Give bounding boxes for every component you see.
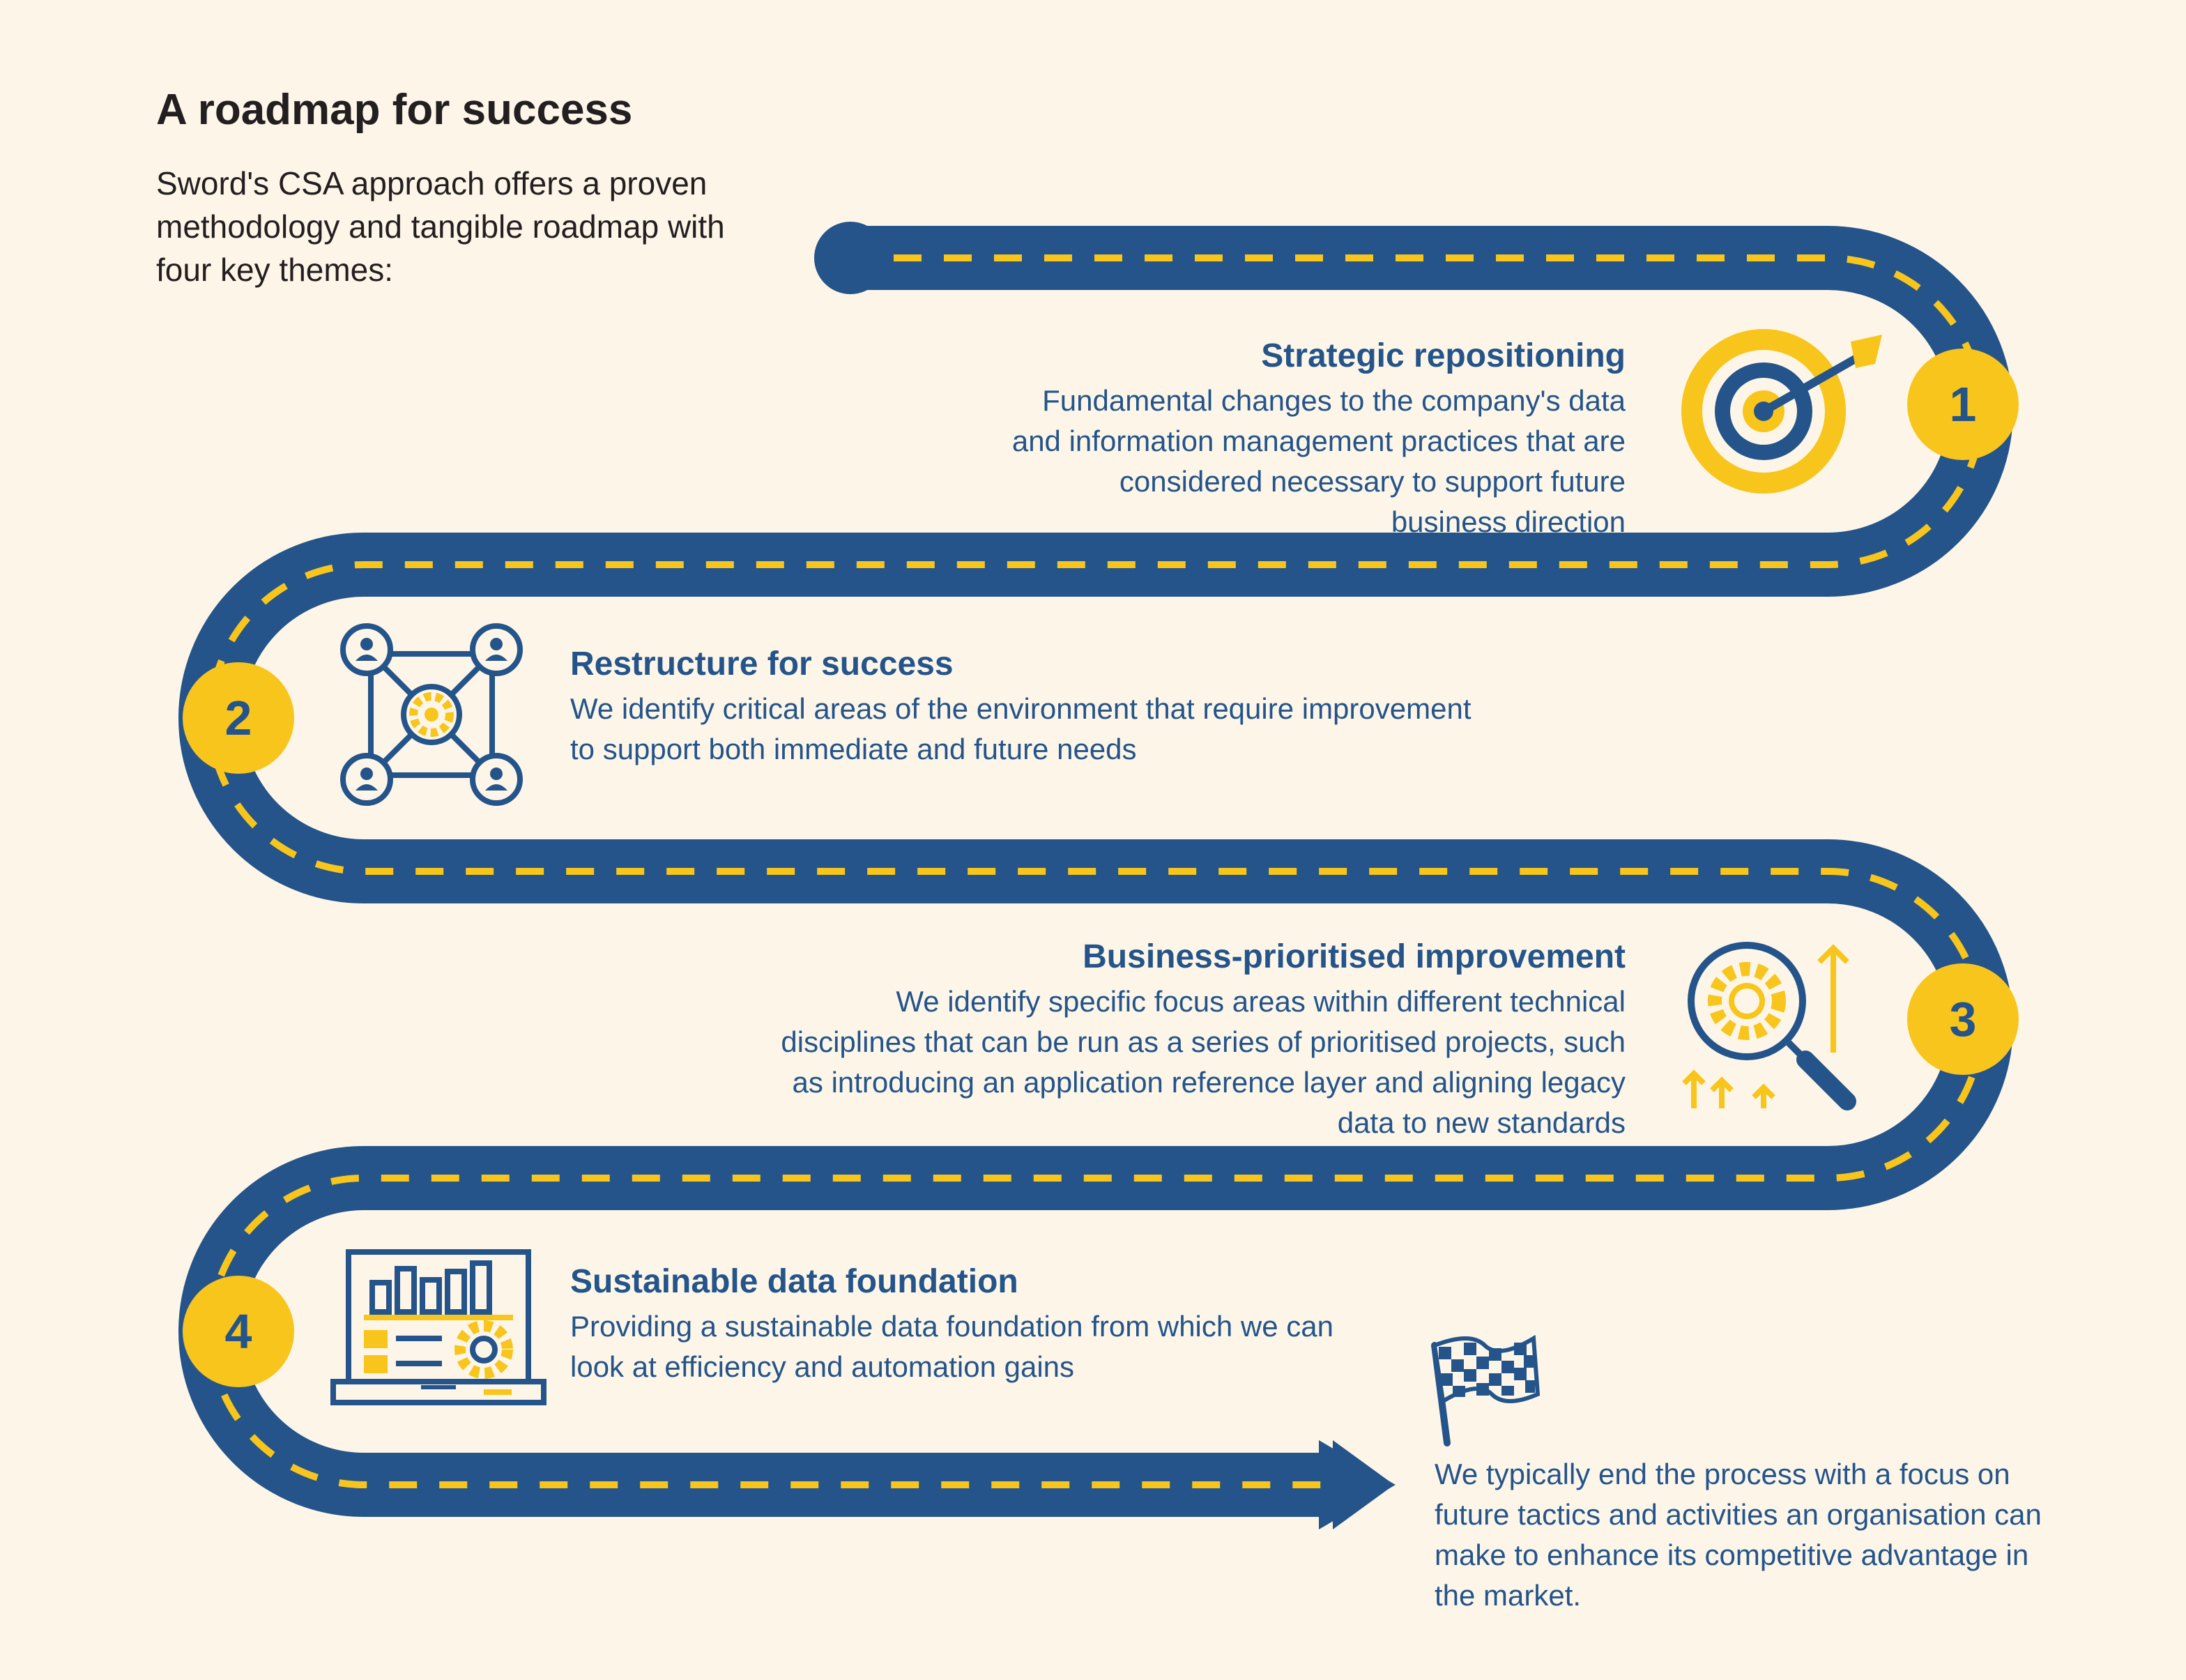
theme-heading: Business-prioritised improvement [1083, 938, 1626, 975]
theme-strategic-repositioning: Strategic repositioning Fundamental chan… [510, 335, 1626, 542]
laptop-dashboard-icon [330, 1249, 546, 1405]
step-badge-2: 2 [183, 662, 294, 774]
theme-business-prioritised-improvement: Business-prioritised improvement We iden… [510, 936, 1626, 1143]
step-badge-1: 1 [1907, 349, 2019, 460]
checkered-flag-icon [1431, 1334, 1541, 1446]
road-start-cap [814, 222, 887, 294]
magnifier-gear-icon [1682, 942, 1856, 1110]
closing-text: We typically end the process with a focu… [1435, 1458, 2042, 1612]
road-arrowhead [1319, 1440, 1396, 1529]
theme-body: Providing a sustainable data foundation … [570, 1310, 1333, 1383]
theme-restructure-for-success: Restructure for success We identify crit… [570, 643, 1476, 770]
page-title: A roadmap for success [156, 86, 633, 134]
step-badge-3: 3 [1907, 963, 2019, 1075]
intro-text: Sword's CSA approach offers a proven met… [156, 165, 725, 288]
theme-heading: Sustainable data foundation [570, 1263, 1018, 1300]
theme-body: We identify specific focus areas within … [781, 985, 1626, 1139]
theme-heading: Strategic repositioning [1261, 337, 1626, 374]
theme-sustainable-data-foundation: Sustainable data foundation Providing a … [570, 1260, 1337, 1387]
theme-body: We identify critical areas of the enviro… [570, 692, 1472, 765]
theme-heading: Restructure for success [570, 646, 954, 682]
road-dashes [207, 254, 1985, 1488]
network-gear-icon [340, 623, 523, 806]
theme-body: Fundamental changes to the company's dat… [1011, 384, 1626, 538]
step-badge-4: 4 [183, 1276, 294, 1387]
target-icon [1681, 329, 1882, 494]
